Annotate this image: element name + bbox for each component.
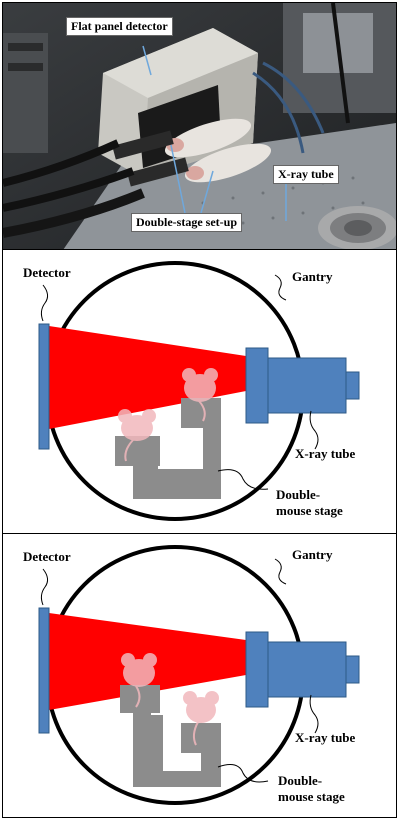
- diagram-panel-b: Detector Gantry X-ray tube Double- mouse…: [3, 535, 396, 817]
- stage-label-line2: mouse stage: [278, 789, 345, 804]
- photo-illustration: [3, 3, 396, 249]
- mouse-upper: [182, 368, 218, 422]
- xray-tube-flange: [245, 631, 269, 708]
- mouse-lower: [183, 691, 219, 746]
- detector-label: Detector: [23, 265, 71, 280]
- mouse-1: [164, 118, 252, 158]
- diagram-panel-a: Detector Gantry X-ray tube Double- mouse…: [3, 251, 396, 534]
- xray-tube-body: [267, 357, 347, 414]
- xray-tube-flange: [245, 347, 269, 424]
- xray-tube-end: [345, 371, 360, 400]
- ct-schematic-a: [38, 261, 360, 521]
- mouse-lower: [118, 409, 156, 462]
- stage-label-line1: Double-: [278, 773, 323, 788]
- detector-label: Detector: [23, 549, 71, 564]
- double-mouse-stage: [133, 685, 221, 787]
- detector-plate: [38, 607, 50, 734]
- mouse-2: [184, 143, 272, 183]
- double-mouse-stage: [133, 406, 221, 499]
- photo-panel: Flat panel detector X-ray tube Double-st…: [3, 3, 396, 250]
- callout-flat-panel-detector: Flat panel detector: [66, 17, 173, 36]
- ct-schematic-b: [38, 545, 360, 805]
- xray-tube-end: [345, 655, 360, 684]
- stage-label-line1: Double-: [276, 487, 321, 502]
- gantry-label: Gantry: [292, 269, 333, 284]
- gantry-label: Gantry: [292, 547, 333, 562]
- callout-xray-tube: X-ray tube: [273, 165, 339, 184]
- xray-tube-label: X-ray tube: [295, 446, 356, 461]
- xray-tube-body: [267, 641, 347, 698]
- detector-plate: [38, 323, 50, 450]
- mouse-upper: [121, 653, 157, 708]
- stage-label-line2: mouse stage: [276, 503, 343, 518]
- callout-double-stage: Double-stage set-up: [131, 213, 242, 232]
- xray-beam: [49, 326, 246, 429]
- xray-tube-label: X-ray tube: [295, 730, 356, 745]
